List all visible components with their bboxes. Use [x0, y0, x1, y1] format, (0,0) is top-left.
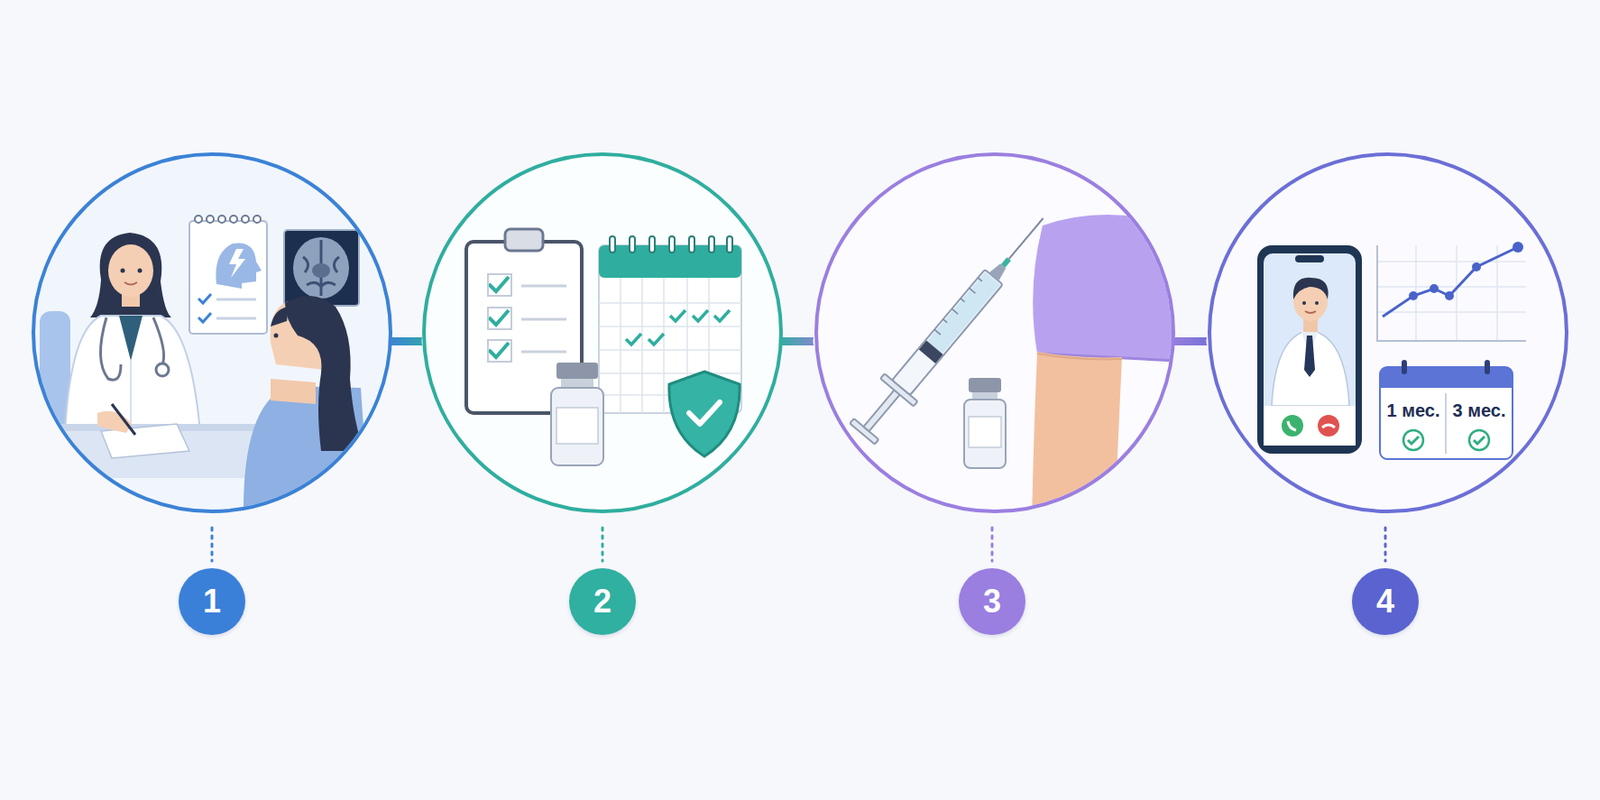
plan-scene — [423, 154, 782, 512]
step-number: 1 — [202, 582, 221, 621]
consultation-scene — [33, 154, 391, 519]
step-badge: 2 — [569, 568, 636, 635]
calendar-label: 3 мес. — [1452, 400, 1506, 422]
step-number: 3 — [983, 582, 1002, 621]
injection-scene — [816, 154, 1178, 524]
step-number: 4 — [1376, 582, 1395, 621]
calendar-label: 1 мес. — [1386, 400, 1440, 422]
badge-leaders — [211, 527, 1386, 561]
step-number: 2 — [593, 582, 612, 621]
step-badge: 3 — [958, 568, 1026, 635]
step-badge: 1 — [178, 568, 246, 635]
followup-scene — [1209, 154, 1567, 512]
step-badge: 4 — [1351, 568, 1419, 635]
